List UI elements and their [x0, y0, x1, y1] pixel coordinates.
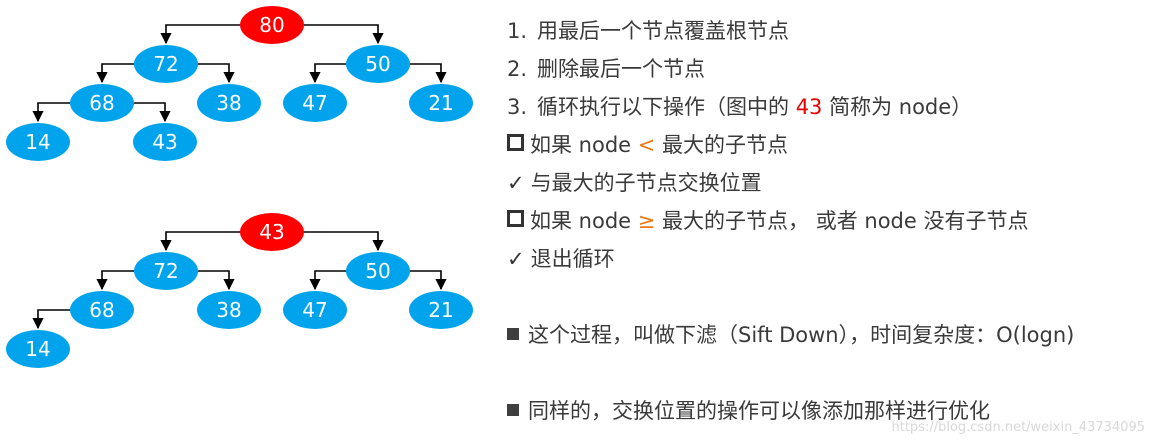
step-text: 删除最后一个节点 [537, 57, 705, 81]
heap-node: 43 [240, 213, 304, 251]
step-number: 1. [507, 19, 528, 43]
svg-text:21: 21 [428, 298, 453, 322]
step-text: 用最后一个节点覆盖根节点 [537, 19, 789, 43]
svg-text:38: 38 [216, 91, 241, 115]
action-2: ✓退出循环 [507, 246, 615, 272]
heap-node: 50 [346, 45, 410, 83]
edge [134, 102, 171, 123]
watermark: https://blog.csdn.net/weixin_43734095 [891, 420, 1145, 435]
heap-node: 21 [409, 84, 473, 122]
edge [96, 270, 134, 291]
heap-node: 43 [133, 123, 197, 161]
svg-text:50: 50 [365, 259, 390, 283]
edge [410, 63, 447, 84]
edge [198, 270, 235, 291]
operator-greater-equal: ≥ [637, 209, 656, 233]
edge [304, 231, 384, 252]
note-text: 这个过程，叫做下滤（Sift Down），时间复杂度：O(logn) [528, 323, 1075, 347]
heap-node: 80 [240, 6, 304, 44]
heap-node: 38 [197, 84, 261, 122]
step-3: 3. 循环执行以下操作（图中的 43 简称为 node） [507, 94, 972, 120]
step-number: 3. [507, 95, 528, 119]
heap-node: 38 [197, 291, 261, 329]
step-text: 简称为 node） [822, 95, 973, 119]
operator-less-than: < [637, 133, 656, 157]
action-1: ✓与最大的子节点交换位置 [507, 170, 762, 196]
edge [160, 231, 240, 252]
condition-1: 如果 node < 最大的子节点 [507, 132, 788, 158]
condition-text: 最大的子节点 [655, 133, 789, 157]
svg-text:47: 47 [302, 91, 327, 115]
edge [309, 270, 346, 291]
svg-text:43: 43 [152, 130, 177, 154]
hollow-square-bullet-icon [507, 134, 524, 151]
note-2: 同样的，交换位置的操作可以像添加那样进行优化 [507, 398, 990, 424]
tree-before: 80 72 50 68 38 47 21 14 43 [6, 6, 473, 161]
svg-text:68: 68 [89, 298, 114, 322]
checkmark-icon: ✓ [507, 171, 525, 195]
heap-node: 14 [6, 123, 70, 161]
edge [309, 63, 346, 84]
heap-node: 72 [134, 45, 198, 83]
heap-node: 68 [70, 84, 134, 122]
edge [198, 63, 235, 84]
heap-diagrams: 80 72 50 68 38 47 21 14 43 43 72 50 68 3… [6, 6, 473, 368]
highlight-node-value: 43 [795, 95, 823, 119]
note-1: 这个过程，叫做下滤（Sift Down），时间复杂度：O(logn) [507, 322, 1074, 348]
svg-text:21: 21 [428, 91, 453, 115]
svg-text:43: 43 [259, 220, 284, 244]
svg-text:68: 68 [89, 91, 114, 115]
action-text: 退出循环 [530, 247, 615, 271]
heap-node: 72 [134, 252, 198, 290]
heap-node: 47 [283, 84, 347, 122]
condition-text: 如果 node [530, 133, 638, 157]
condition-text: 最大的子节点， 或者 node 没有子节点 [655, 209, 1029, 233]
edge [32, 309, 70, 330]
edge [32, 102, 70, 123]
tree-after: 43 72 50 68 38 47 21 14 [6, 213, 473, 368]
heap-node: 21 [409, 291, 473, 329]
heap-node: 14 [6, 330, 70, 368]
filled-square-bullet-icon [507, 328, 519, 340]
svg-text:14: 14 [25, 337, 50, 361]
edge [160, 24, 240, 45]
step-1: 1. 用最后一个节点覆盖根节点 [507, 18, 789, 44]
hollow-square-bullet-icon [507, 210, 524, 227]
svg-text:50: 50 [365, 52, 390, 76]
step-text: 循环执行以下操作（图中的 [537, 95, 796, 119]
checkmark-icon: ✓ [507, 247, 525, 271]
action-text: 与最大的子节点交换位置 [530, 171, 762, 195]
edge [96, 63, 134, 84]
svg-text:72: 72 [153, 52, 178, 76]
filled-square-bullet-icon [507, 404, 519, 416]
heap-node: 68 [70, 291, 134, 329]
edge [410, 270, 447, 291]
svg-text:47: 47 [302, 298, 327, 322]
svg-text:80: 80 [259, 13, 284, 37]
svg-text:38: 38 [216, 298, 241, 322]
step-number: 2. [507, 57, 528, 81]
note-text: 同样的，交换位置的操作可以像添加那样进行优化 [528, 399, 990, 423]
condition-2: 如果 node ≥ 最大的子节点， 或者 node 没有子节点 [507, 208, 1028, 234]
heap-node: 47 [283, 291, 347, 329]
svg-text:14: 14 [25, 130, 50, 154]
svg-text:72: 72 [153, 259, 178, 283]
step-2: 2. 删除最后一个节点 [507, 56, 705, 82]
edge [304, 24, 384, 45]
condition-text: 如果 node [530, 209, 638, 233]
heap-node: 50 [346, 252, 410, 290]
